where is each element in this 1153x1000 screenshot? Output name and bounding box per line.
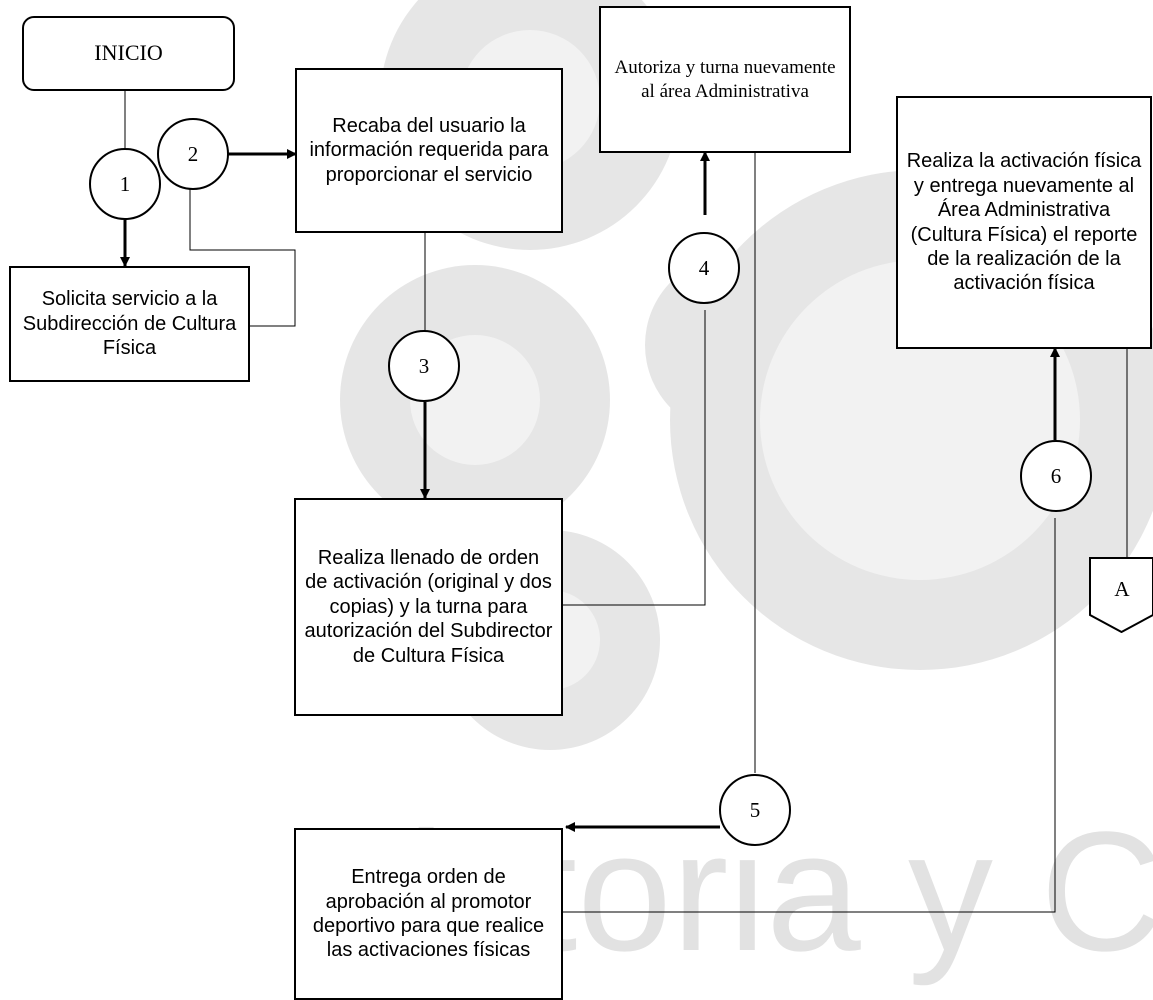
llenado-orden-box: Realiza llenado de orden de activación (… <box>294 498 563 716</box>
step-5-marker: 5 <box>719 774 791 846</box>
step-6-marker: 6 <box>1020 440 1092 512</box>
connector-shape <box>1089 557 1153 633</box>
link-llenado-step4 <box>563 310 706 606</box>
connector-label: A <box>1114 577 1130 601</box>
off-page-connector-a: A <box>1089 557 1153 633</box>
solicita-servicio-box: Solicita servicio a la Subdirección de C… <box>9 266 250 382</box>
recaba-informacion-box: Recaba del usuario la información requer… <box>295 68 563 233</box>
autoriza-turna-box: Autoriza y turna nuevamente al área Admi… <box>599 6 851 153</box>
link-entrega-step6 <box>563 518 1056 913</box>
entrega-orden-box: Entrega orden de aprobación al promotor … <box>294 828 563 1000</box>
step-1-marker: 1 <box>89 148 161 220</box>
step-4-marker: 4 <box>668 232 740 304</box>
activacion-fisica-box: Realiza la activación física y entrega n… <box>896 96 1152 349</box>
link-solicita-step2 <box>189 185 296 327</box>
step-3-marker: 3 <box>388 330 460 402</box>
inicio-node: INICIO <box>22 16 235 91</box>
step-2-marker: 2 <box>157 118 229 190</box>
